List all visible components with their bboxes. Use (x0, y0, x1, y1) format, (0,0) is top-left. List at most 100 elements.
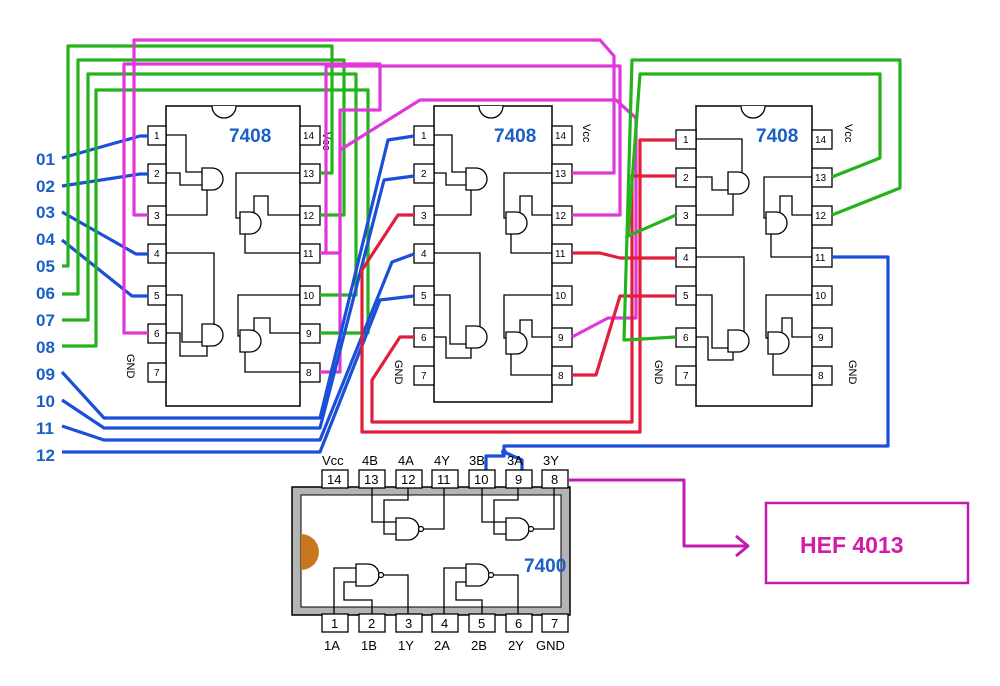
svg-text:1: 1 (683, 135, 689, 146)
pin-8: 8 (811, 365, 833, 386)
pin-6: 6 (675, 327, 697, 348)
svg-text:1: 1 (154, 131, 160, 142)
and-gate-2 (166, 252, 224, 357)
and-gate-4 (503, 294, 552, 376)
svg-text:6: 6 (683, 333, 689, 344)
wire-03 (61, 210, 148, 256)
svg-text:11: 11 (303, 249, 314, 260)
bottom-pin-labels: 1A 1B 1Y 2A 2B 2Y GND (324, 638, 565, 653)
wire-04 (61, 238, 148, 298)
input-label-08: 08 (36, 338, 55, 357)
pin-13: 13 (551, 163, 573, 184)
top-pin-labels: Vcc 4B 4A 4Y 3B 3A 3Y (322, 453, 559, 468)
svg-text:5: 5 (421, 291, 427, 302)
pin-11: 11 (811, 247, 833, 268)
svg-text:4: 4 (683, 253, 689, 264)
svg-text:12: 12 (555, 211, 567, 222)
pin-4: 4 (675, 247, 697, 268)
svg-text:7: 7 (683, 371, 689, 382)
svg-text:13: 13 (555, 169, 567, 180)
pin-14: 14 (551, 125, 573, 146)
svg-text:3: 3 (154, 211, 160, 222)
input-label-12: 12 (36, 446, 55, 465)
svg-text:10: 10 (474, 472, 488, 487)
chip-label: 7408 (494, 126, 536, 147)
gnd-label-right: GND (846, 360, 858, 385)
wire-09 (60, 134, 415, 420)
wire-11 (61, 252, 415, 442)
pin-5: 5 (675, 285, 697, 306)
pin-3: 3 (675, 205, 697, 226)
red-wire-8 (572, 294, 676, 377)
svg-text:6: 6 (154, 329, 160, 340)
svg-text:7: 7 (551, 616, 558, 631)
bottom-pins: 1 2 3 4 5 6 7 (321, 613, 569, 633)
pin-3: 3 (413, 205, 435, 226)
svg-text:1B: 1B (361, 638, 377, 653)
and-output-3 (132, 38, 616, 217)
svg-text:4A: 4A (398, 453, 414, 468)
svg-text:13: 13 (303, 169, 315, 180)
junction-dot (501, 449, 507, 455)
svg-text:1: 1 (421, 131, 427, 142)
svg-text:9: 9 (515, 472, 522, 487)
svg-text:3: 3 (421, 211, 427, 222)
pin-12: 12 (551, 205, 573, 226)
pin-9: 9 (299, 323, 321, 344)
and-output-to-nand (484, 255, 890, 470)
pin-7: 7 (147, 362, 167, 383)
svg-text:4: 4 (154, 249, 160, 260)
svg-text:2: 2 (368, 616, 375, 631)
svg-text:9: 9 (558, 333, 564, 344)
svg-text:10: 10 (815, 291, 827, 302)
input-label-11: 11 (36, 419, 54, 438)
input-labels: 01 02 03 04 05 06 07 08 09 10 11 12 (36, 150, 55, 465)
pin-7: 7 (413, 365, 435, 386)
svg-text:8: 8 (558, 371, 564, 382)
vcc-label: Vcc (580, 124, 592, 143)
svg-text:14: 14 (815, 135, 827, 146)
and-gate-3 (763, 176, 812, 258)
svg-text:1Y: 1Y (398, 638, 414, 653)
and-gate-3 (503, 172, 552, 254)
svg-text:14: 14 (327, 472, 341, 487)
svg-text:13: 13 (815, 173, 827, 184)
svg-text:3B: 3B (469, 453, 485, 468)
and-output-8 (320, 98, 638, 374)
svg-text:13: 13 (364, 472, 378, 487)
nand-gate-3 (481, 488, 555, 541)
hef-4013-box: HEF 4013 (764, 501, 970, 585)
svg-text:11: 11 (437, 472, 451, 487)
and-chip-1: 7408 Vcc GND 1 2 3 4 5 6 7 14 13 12 11 1… (124, 105, 332, 407)
gnd-label: GND (124, 354, 136, 379)
pin-1: 1 (675, 129, 697, 150)
pin-13: 13 (299, 163, 321, 184)
svg-text:5: 5 (478, 616, 485, 631)
svg-text:10: 10 (555, 291, 567, 302)
svg-text:7: 7 (421, 371, 427, 382)
svg-text:12: 12 (815, 211, 827, 222)
pin-8: 8 (299, 362, 321, 383)
svg-text:11: 11 (815, 253, 826, 264)
svg-text:9: 9 (306, 329, 312, 340)
pin-10: 10 (811, 285, 833, 306)
and-gate-3 (235, 172, 300, 254)
pin-9: 9 (551, 327, 573, 348)
svg-text:8: 8 (551, 472, 558, 487)
nand-chip-7400: 7400 Vcc 4B 4A 4Y 3B 3A 3Y 14 13 12 11 1… (291, 453, 571, 653)
pin-12: 12 (299, 205, 321, 226)
green-wire-12 (622, 58, 902, 342)
top-pins: 14 13 12 11 10 9 8 (321, 469, 569, 489)
pin-8: 8 (551, 365, 573, 386)
and-gate-2 (696, 256, 750, 361)
pin-9: 9 (811, 327, 833, 348)
svg-text:3: 3 (683, 211, 689, 222)
svg-text:2A: 2A (434, 638, 450, 653)
svg-text:7: 7 (154, 368, 160, 379)
svg-text:5: 5 (683, 291, 689, 302)
svg-text:GND: GND (536, 638, 565, 653)
svg-text:5: 5 (154, 291, 160, 302)
wire-08 (62, 88, 370, 348)
and-gate-4 (765, 294, 812, 376)
and-gate-4 (237, 294, 300, 373)
